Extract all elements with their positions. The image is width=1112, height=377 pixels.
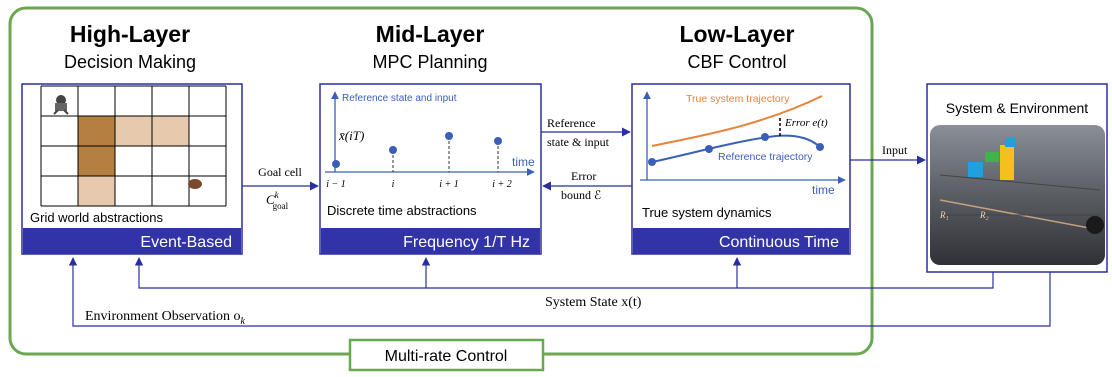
env-obs-label: Environment Observation ok — [85, 309, 246, 327]
high-layer-title: High-Layer — [70, 21, 190, 47]
high-layer-footer-band — [23, 228, 241, 254]
environment-photo: R₁ R₂ — [930, 125, 1105, 265]
system-state-line — [134, 257, 994, 289]
mid-layer-caption: Discrete time abstractions — [327, 203, 477, 218]
multi-rate-label-box — [348, 338, 545, 372]
low-layer-subtitle: CBF Control — [687, 52, 786, 72]
reference-trajectory-points — [648, 133, 824, 166]
high-layer-caption: Grid world abstractions — [30, 210, 163, 225]
high-layer-box — [21, 83, 243, 255]
grid-world — [40, 85, 227, 207]
low-layer-box — [631, 83, 851, 255]
multi-rate-label: Multi-rate Control — [385, 348, 508, 365]
error-label: Error e(t) — [784, 117, 828, 129]
low-layer-footer: Continuous Time — [719, 234, 839, 251]
mid-tick-2: i + 1 — [439, 179, 459, 190]
low-time-label: time — [812, 183, 835, 197]
mid-tick-3: i + 2 — [492, 179, 512, 190]
reference-label-1: Reference — [547, 116, 596, 130]
env-obs-line — [68, 257, 1051, 327]
true-trajectory-curve — [651, 95, 823, 147]
low-layer-caption: True system dynamics — [642, 205, 772, 220]
robot-icon — [53, 95, 69, 115]
mid-tick-0: i − 1 — [326, 179, 346, 190]
mid-layer-title: Mid-Layer — [376, 21, 485, 47]
mid-layer-box — [319, 83, 542, 255]
error-bound-label-1: Error — [571, 169, 596, 183]
mid-axis-label: Reference state and input — [342, 93, 457, 104]
low-layer-title: Low-Layer — [679, 21, 794, 47]
high-layer-footer: Event-Based — [140, 234, 232, 251]
r1-label: R₁ — [939, 210, 949, 220]
mid-tick-1: i — [392, 179, 395, 190]
reference-label-2: state & input — [547, 135, 610, 149]
true-trajectory-label: True system trajectory — [686, 93, 790, 105]
system-state-label: System State x(t) — [545, 295, 642, 310]
r2-label: R₂ — [979, 210, 989, 220]
high-layer-subtitle: Decision Making — [64, 52, 196, 72]
mid-state-label: x̄(iT) — [338, 128, 364, 143]
mid-stems — [392, 136, 499, 172]
reference-trajectory-label: Reference trajectory — [718, 151, 813, 163]
mid-layer-footer: Frequency 1/T Hz — [403, 234, 530, 251]
mid-layer-footer-band — [321, 228, 540, 254]
error-bound-label-2: bound ℰ — [561, 188, 601, 202]
system-title: System & Environment — [946, 100, 1088, 116]
low-layer-footer-band — [633, 228, 849, 254]
mid-time-label: time — [512, 155, 535, 169]
input-label: Input — [882, 143, 908, 157]
goal-object-icon — [188, 179, 202, 189]
mid-layer-subtitle: MPC Planning — [372, 52, 487, 72]
goal-cell-label: Goal cell — [258, 165, 302, 179]
mid-sample-points — [332, 132, 502, 168]
